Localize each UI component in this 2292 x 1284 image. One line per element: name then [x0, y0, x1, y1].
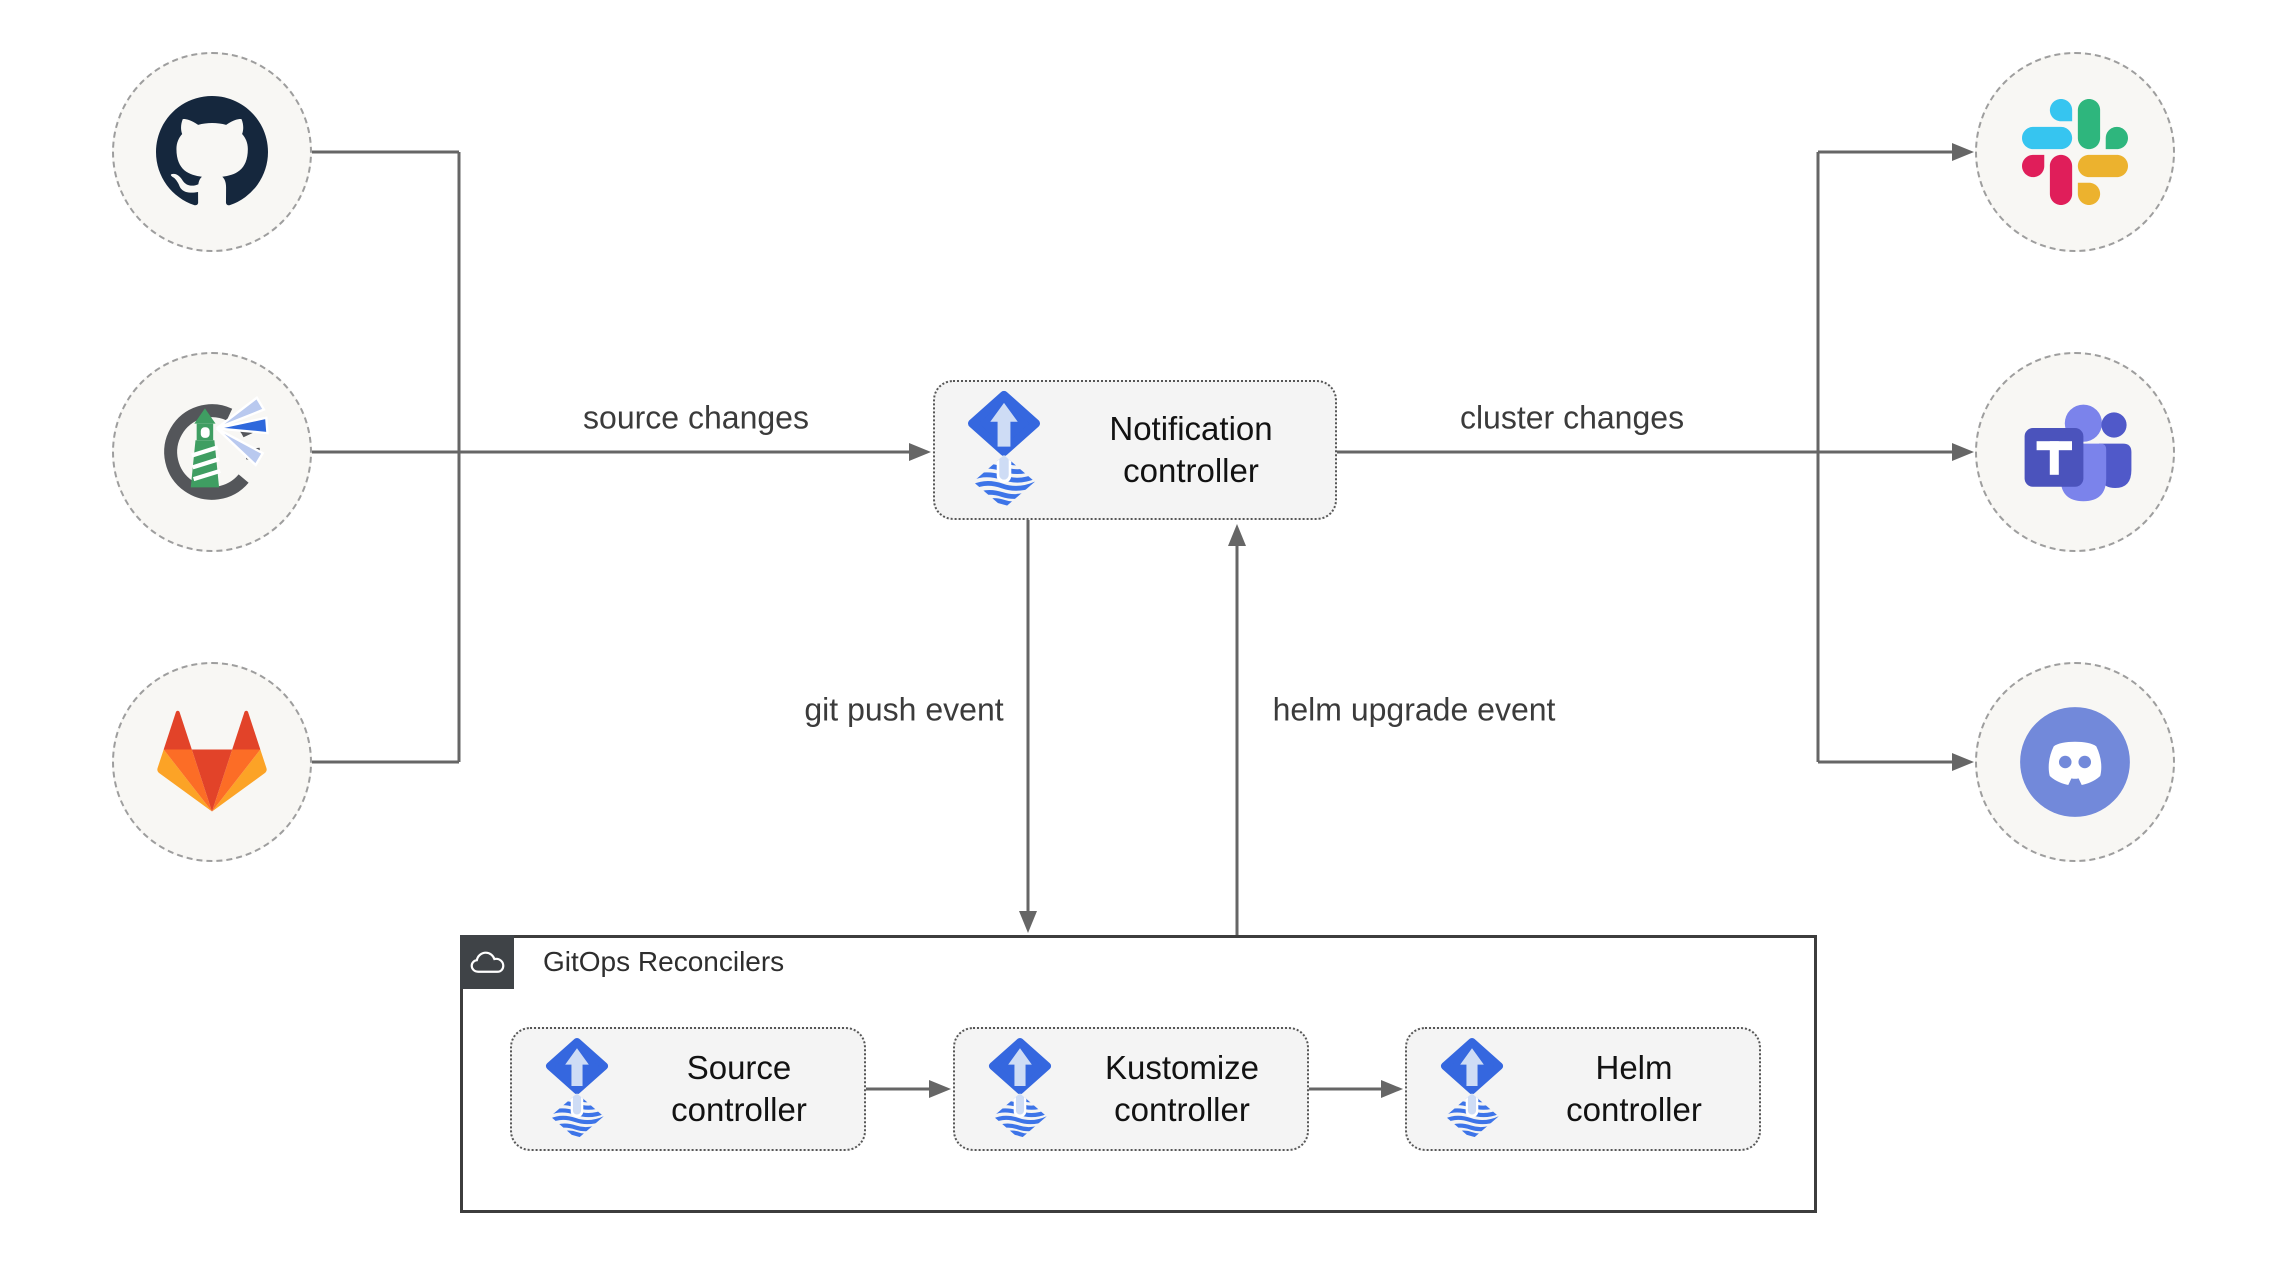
label-line1: Kustomize	[1104, 1049, 1260, 1087]
harbor-icon	[164, 395, 269, 500]
edge-label-git-push-event: git push event	[804, 691, 1004, 728]
label-line2: controller	[1123, 452, 1259, 489]
kustomize-controller-node: Kustomize controller	[953, 1027, 1309, 1151]
notification-controller-label: Notification controller	[1047, 408, 1335, 491]
label-line1: Source	[686, 1049, 792, 1087]
flux-icon	[1435, 1037, 1509, 1141]
label-line2: controller	[671, 1091, 807, 1128]
source-controller-label: Source controller	[614, 1047, 864, 1130]
source-controller-node: Source controller	[510, 1027, 866, 1151]
gitlab-node	[112, 662, 312, 862]
label-line2: controller	[1566, 1091, 1702, 1128]
edge-label-cluster-changes: cluster changes	[1459, 399, 1685, 436]
label-line1: Helm	[1595, 1049, 1673, 1087]
teams-icon	[2024, 404, 2132, 502]
slack-icon	[2022, 99, 2128, 205]
discord-icon	[2020, 707, 2130, 817]
label-line2: controller	[1114, 1091, 1250, 1128]
edge-label-helm-upgrade-event: helm upgrade event	[1272, 691, 1556, 728]
github-node	[112, 52, 312, 252]
discord-node	[1975, 662, 2175, 862]
arrowheads	[909, 143, 1974, 1098]
github-icon	[156, 96, 268, 206]
label-line1: Notification	[1109, 410, 1273, 448]
teams-node	[1975, 352, 2175, 552]
flux-icon	[540, 1037, 614, 1141]
gitops-reconcilers-group	[460, 935, 1817, 1213]
slack-node	[1975, 52, 2175, 252]
gitops-group-badge	[460, 935, 514, 989]
flux-icon	[961, 390, 1047, 510]
gitops-group-title: GitOps Reconcilers	[543, 946, 785, 977]
notification-controller-node: Notification controller	[933, 380, 1337, 520]
cloud-icon	[470, 951, 504, 973]
kustomize-controller-label: Kustomize controller	[1057, 1047, 1307, 1130]
gitlab-icon	[157, 710, 267, 812]
edge-label-source-changes: source changes	[583, 399, 809, 436]
helm-controller-node: Helm controller	[1405, 1027, 1761, 1151]
flux-icon	[983, 1037, 1057, 1141]
helm-controller-label: Helm controller	[1509, 1047, 1759, 1130]
harbor-node	[112, 352, 312, 552]
